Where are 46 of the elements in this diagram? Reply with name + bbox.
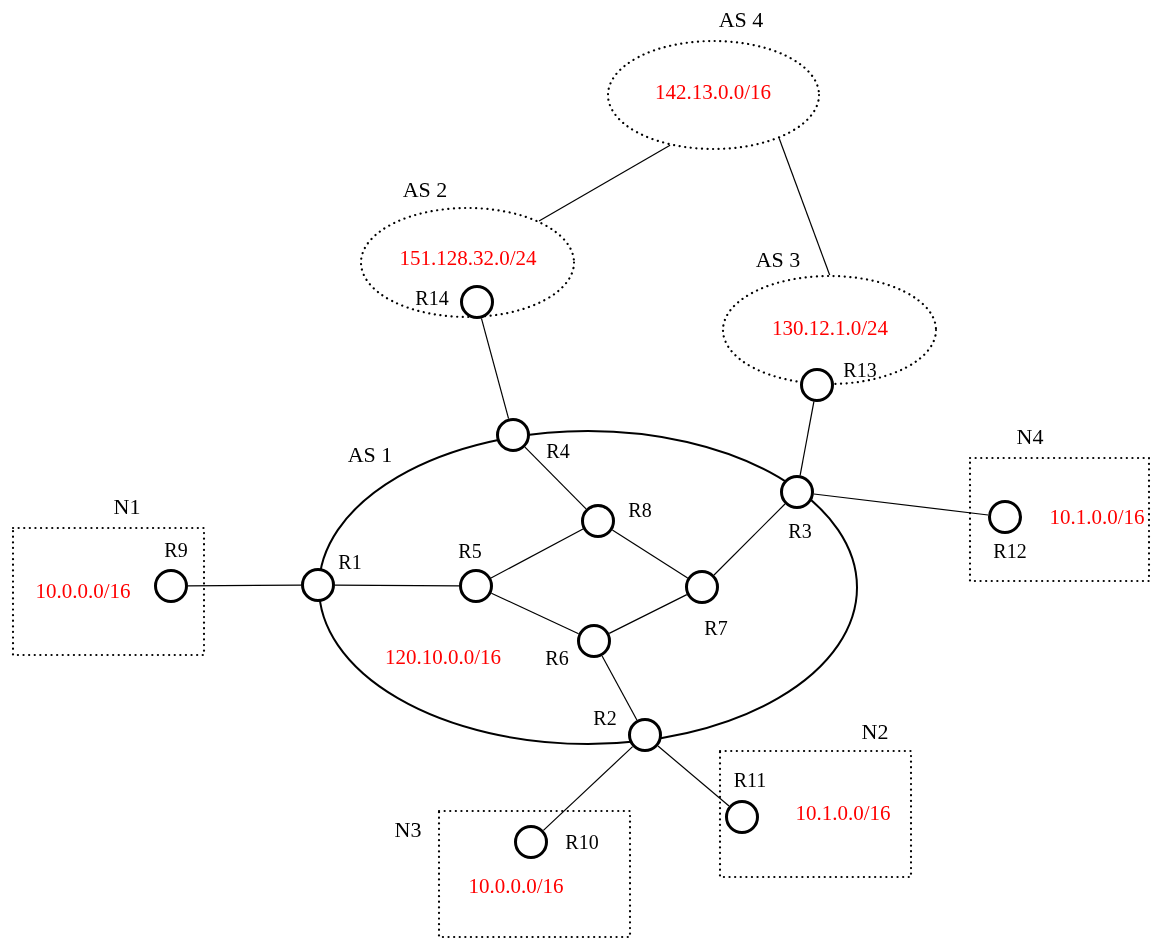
- router-label: R8: [628, 500, 652, 520]
- router-label: R1: [338, 552, 362, 572]
- link-line: [490, 592, 580, 635]
- network-label: N1: [113, 496, 141, 518]
- link-line: [657, 745, 730, 807]
- link-line: [480, 317, 510, 420]
- link-line: [799, 401, 815, 476]
- router-label: R5: [458, 541, 482, 561]
- router-label: R2: [593, 708, 617, 728]
- network-prefix: 151.128.32.0/24: [399, 247, 537, 269]
- router-label: R9: [164, 540, 188, 560]
- router-label: R4: [546, 441, 570, 461]
- link-line: [601, 655, 638, 721]
- router-label: R10: [565, 832, 599, 852]
- as-label: AS 4: [718, 9, 764, 31]
- router-label: R13: [843, 360, 877, 380]
- link-line: [542, 746, 634, 831]
- router-label: R12: [993, 541, 1027, 561]
- link-line: [538, 144, 671, 222]
- network-label: N3: [394, 819, 422, 841]
- network-prefix: 10.0.0.0/16: [468, 875, 564, 897]
- as-label: AS 1: [347, 444, 393, 466]
- link-line: [813, 493, 989, 516]
- link-line: [490, 528, 584, 579]
- network-prefix: 142.13.0.0/16: [654, 81, 772, 103]
- router-label: R7: [704, 618, 728, 638]
- router-label: R3: [788, 521, 812, 541]
- network-label: N4: [1016, 426, 1044, 448]
- link-line: [608, 594, 688, 634]
- link-line: [524, 446, 587, 510]
- network-prefix: 130.12.1.0/24: [771, 317, 889, 339]
- router-label: R14: [415, 288, 449, 308]
- link-line: [778, 137, 831, 276]
- network-prefix: 10.0.0.0/16: [35, 580, 131, 602]
- link-line: [611, 529, 689, 579]
- as-label: AS 3: [755, 249, 801, 271]
- network-prefix: 10.1.0.0/16: [795, 802, 891, 824]
- router-label: R11: [733, 770, 767, 790]
- as-label: AS 2: [402, 179, 448, 201]
- router-label: R6: [545, 648, 569, 668]
- link-line: [334, 584, 460, 587]
- network-prefix: 10.1.0.0/16: [1049, 506, 1145, 528]
- network-prefix: 120.10.0.0/16: [384, 646, 502, 668]
- network-label: N2: [861, 721, 889, 743]
- link-line: [713, 503, 786, 576]
- link-line: [187, 584, 302, 587]
